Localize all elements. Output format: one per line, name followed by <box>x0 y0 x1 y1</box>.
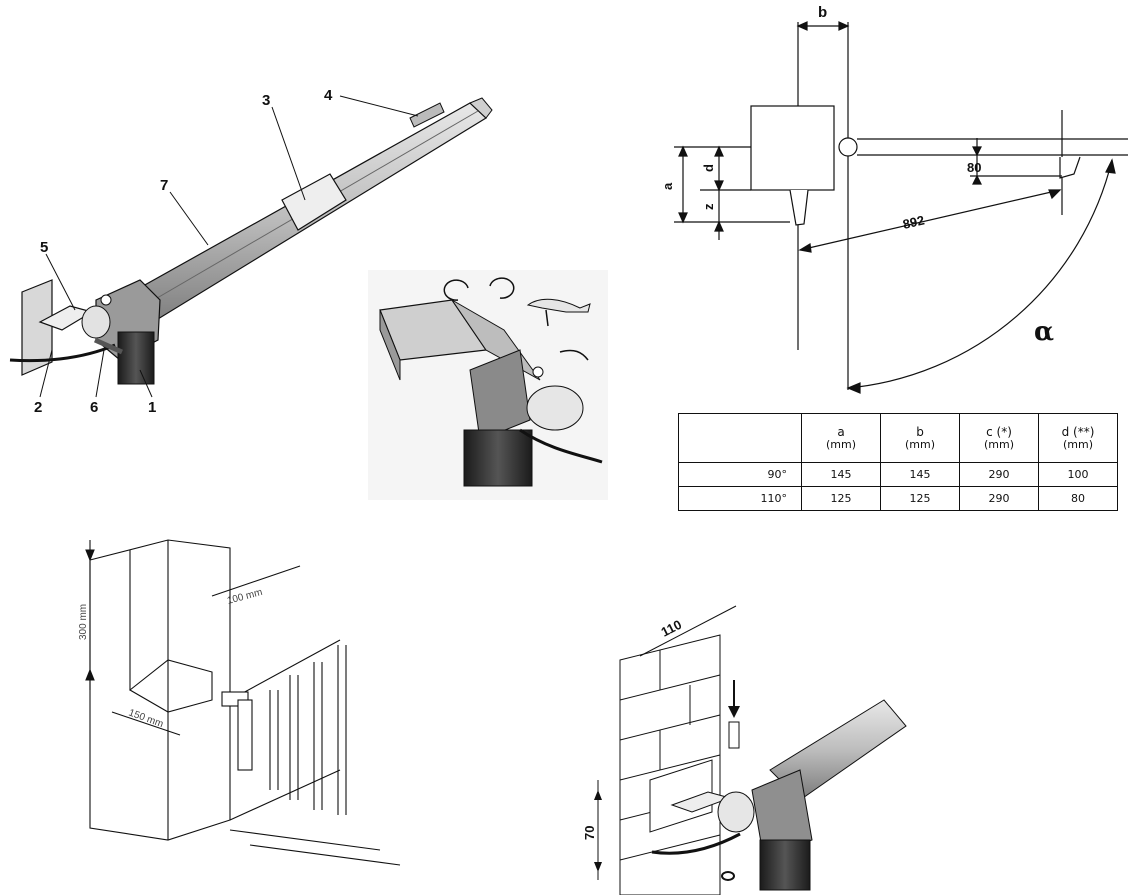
schematic-alpha: α <box>1034 317 1054 347</box>
table-header-a: a(mm) <box>801 413 881 463</box>
wall-mount-illustration <box>594 605 907 895</box>
mounting-schematic <box>674 21 1128 394</box>
pillar-illustration <box>85 539 401 866</box>
schematic-label-z: z <box>701 203 716 210</box>
schematic-dim-80: 80 <box>967 160 981 175</box>
dimension-table: a(mm) b(mm) c (*)(mm) d (**)(mm) 90° 145… <box>678 413 1118 511</box>
label-5: 5 <box>40 239 48 256</box>
pillar-dim-150: 150 mm <box>127 707 165 730</box>
table-header-d: d (**)(mm) <box>1038 413 1118 463</box>
table-angle: 110° <box>678 486 802 511</box>
table-cell: 290 <box>959 486 1039 511</box>
part-leaders <box>39 95 419 398</box>
table-cell: 125 <box>880 486 960 511</box>
wall-dim-70: 70 <box>582 826 597 840</box>
table-header-row: a(mm) b(mm) c (*)(mm) d (**)(mm) <box>678 413 1118 463</box>
table-header-c: c (*)(mm) <box>959 413 1039 463</box>
label-6: 6 <box>90 399 98 416</box>
schematic-label-a: a <box>660 182 675 190</box>
table-cell: 100 <box>1038 462 1118 487</box>
table-header-b: b(mm) <box>880 413 960 463</box>
table-corner-cell <box>678 413 802 463</box>
wall-dim-110: 110 <box>659 617 685 640</box>
schematic-label-b: b <box>818 4 827 21</box>
table-row: 90° 145 145 290 100 <box>678 462 1118 487</box>
schematic-label-d: d <box>701 164 716 172</box>
table-angle: 90° <box>678 462 802 487</box>
table-cell: 145 <box>801 462 881 487</box>
label-3: 3 <box>262 92 270 109</box>
table-cell: 125 <box>801 486 881 511</box>
table-cell: 145 <box>880 462 960 487</box>
schematic-dim-892: 892 <box>901 212 926 231</box>
label-2: 2 <box>34 399 42 416</box>
label-7: 7 <box>160 177 168 194</box>
label-1: 1 <box>148 399 156 416</box>
pillar-dim-300: 300 mm <box>78 604 89 640</box>
table-cell: 290 <box>959 462 1039 487</box>
label-4: 4 <box>324 87 333 104</box>
table-cell: 80 <box>1038 486 1118 511</box>
pillar-dim-100: 100 mm <box>226 587 264 607</box>
table-row: 110° 125 125 290 80 <box>678 486 1118 511</box>
release-detail-illustration <box>368 270 608 500</box>
operator-illustration <box>9 97 493 385</box>
